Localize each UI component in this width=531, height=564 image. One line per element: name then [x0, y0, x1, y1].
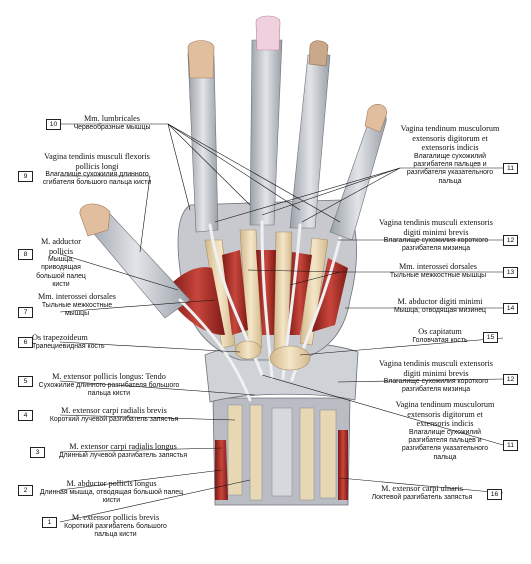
latin-name: Mm. interossei dorsales [399, 262, 477, 271]
label-abductor-digiti-minimi: M. abductor digiti minimi Мышца, отводящ… [378, 297, 502, 315]
finger-middle [249, 15, 283, 226]
latin-name: Vagina tendinis musculi extensoris digit… [379, 359, 493, 378]
metacarpal-bones [204, 229, 329, 351]
label-vagina-flexoris-pollicis: Vagina tendinis musculi flexoris pollici… [32, 152, 162, 188]
latin-name: Mm. interossei dorsales [38, 292, 116, 301]
russian-name: Мышца, отводящая мизинец [393, 306, 486, 314]
russian-name: Влагалище сухожилий разгибателя пальцев … [401, 428, 489, 461]
label-number-11-bottom: 11 [503, 440, 518, 451]
label-number-12-top: 12 [503, 235, 518, 246]
label-extensor-pollicis-longus: M. extensor pollicis longus: Tendo Сухож… [34, 372, 184, 398]
label-extensor-carpi-radialis-longus: M. extensor carpi radialis longus Длинны… [48, 442, 198, 460]
russian-name: Влагалище сухожилия короткого разгибател… [383, 237, 489, 253]
forearm-tendon-sheaths [215, 404, 348, 501]
label-interossei-left: Mm. interossei dorsales Тыльные межкостн… [32, 292, 122, 318]
label-number-10: 10 [46, 119, 61, 130]
label-number-14: 14 [503, 303, 518, 314]
label-number-12-bottom: 12 [503, 374, 518, 385]
russian-name: Сухожилие длинного разгибателя большого … [38, 381, 180, 397]
russian-name: Червеобразные мышцы [73, 123, 151, 131]
latin-name: Vagina tendinum musculorum extensoris di… [395, 400, 495, 429]
label-number-11-top: 11 [503, 163, 518, 174]
latin-name: M. abductor digiti minimi [397, 297, 483, 306]
latin-name: Vagina tendinis musculi flexoris pollici… [44, 152, 150, 171]
finger-little [329, 104, 387, 241]
label-number-9: 9 [18, 171, 33, 182]
label-number-7: 7 [18, 307, 33, 318]
label-lumbricales: Mm. lumbricales Червеобразные мышцы [62, 114, 162, 132]
latin-name: Vagina tendinis musculi extensoris digit… [379, 218, 493, 237]
russian-name: Трапециевидная кость [32, 342, 105, 350]
latin-name: Os capitatum [418, 327, 462, 336]
label-number-8: 8 [18, 249, 33, 260]
os-capitatum-shape [269, 345, 311, 371]
label-extensor-carpi-radialis-brevis: M. extensor carpi radialis brevis Коротк… [34, 406, 194, 424]
russian-name: Тыльные межкостные мышцы [389, 271, 487, 279]
russian-name: Короткий лучевой разгибатель запястья [49, 415, 179, 423]
leader-lines [59, 123, 504, 523]
label-extensor-pollicis-brevis: M. extensor pollicis brevis Короткий раз… [58, 513, 173, 539]
russian-name: Мышца, приводящая большой палец кисти [36, 256, 86, 289]
label-number-4: 4 [18, 410, 33, 421]
finger-ring [289, 40, 331, 229]
interossei-muscles [170, 250, 348, 335]
latin-name: Os trapezoideum [32, 333, 88, 342]
russian-name: Короткий разгибатель большого пальца кис… [64, 522, 167, 538]
label-abductor-pollicis-longus: M. abductor pollicis longus Длинная мышц… [34, 479, 189, 505]
latin-name: M. extensor carpi ulnaris [381, 484, 463, 493]
russian-name: Длинная мышца, отводящая большой палец к… [39, 488, 184, 504]
label-number-5: 5 [18, 376, 33, 387]
label-vagina-extensoris-digitorum-bottom: Vagina tendinum musculorum extensoris di… [390, 400, 500, 462]
latin-name: M. adductor pollicis [40, 237, 82, 256]
russian-name: Длинный лучевой разгибатель запястья [58, 451, 188, 459]
label-number-15: 15 [483, 332, 498, 343]
latin-name: Vagina tendinum musculorum extensoris di… [400, 124, 500, 153]
latin-name: Mm. lumbricales [84, 114, 140, 123]
label-number-2: 2 [18, 485, 33, 496]
label-vagina-extensoris-digitorum-top: Vagina tendinum musculorum extensoris di… [398, 124, 502, 186]
label-os-trapezoideum: Os trapezoideum Трапециевидная кость [32, 333, 122, 351]
russian-name: Влагалище сухожилия короткого разгибател… [383, 378, 489, 394]
label-os-capitatum: Os capitatum Головчатая кость [398, 327, 482, 345]
label-number-1: 1 [42, 517, 57, 528]
latin-name: M. abductor pollicis longus [66, 479, 157, 488]
label-adductor-pollicis: M. adductor pollicis Мышца, приводящая б… [30, 237, 92, 289]
latin-name: M. extensor pollicis longus: Tendo [52, 372, 166, 381]
finger-index [187, 40, 219, 233]
latin-name: M. extensor carpi radialis brevis [61, 406, 167, 415]
label-vagina-digiti-minimi-top: Vagina tendinis musculi extensoris digit… [370, 218, 502, 254]
label-number-6: 6 [18, 337, 33, 348]
latin-name: M. extensor carpi radialis longus [69, 442, 177, 451]
finger-thumb [79, 203, 191, 319]
russian-name: Влагалище сухожилий разгибателя пальцев … [406, 152, 494, 185]
russian-name: Локтевой разгибатель запястья [371, 493, 473, 501]
label-vagina-digiti-minimi-bottom: Vagina tendinis musculi extensoris digit… [370, 359, 502, 395]
russian-name: Влагалище сухожилия длинного сгибателя б… [42, 171, 152, 187]
russian-name: Тыльные межкостные мышцы [41, 301, 113, 317]
os-trapezoideum-shape [234, 340, 262, 360]
label-number-16: 16 [487, 489, 502, 500]
russian-name: Головчатая кость [412, 336, 468, 344]
latin-name: M. extensor pollicis brevis [71, 513, 160, 522]
label-number-13: 13 [503, 267, 518, 278]
label-number-3: 3 [30, 447, 45, 458]
label-interossei-right: Mm. interossei dorsales Тыльные межкостн… [375, 262, 501, 280]
label-extensor-carpi-ulnaris: M. extensor carpi ulnaris Локтевой разги… [358, 484, 486, 502]
